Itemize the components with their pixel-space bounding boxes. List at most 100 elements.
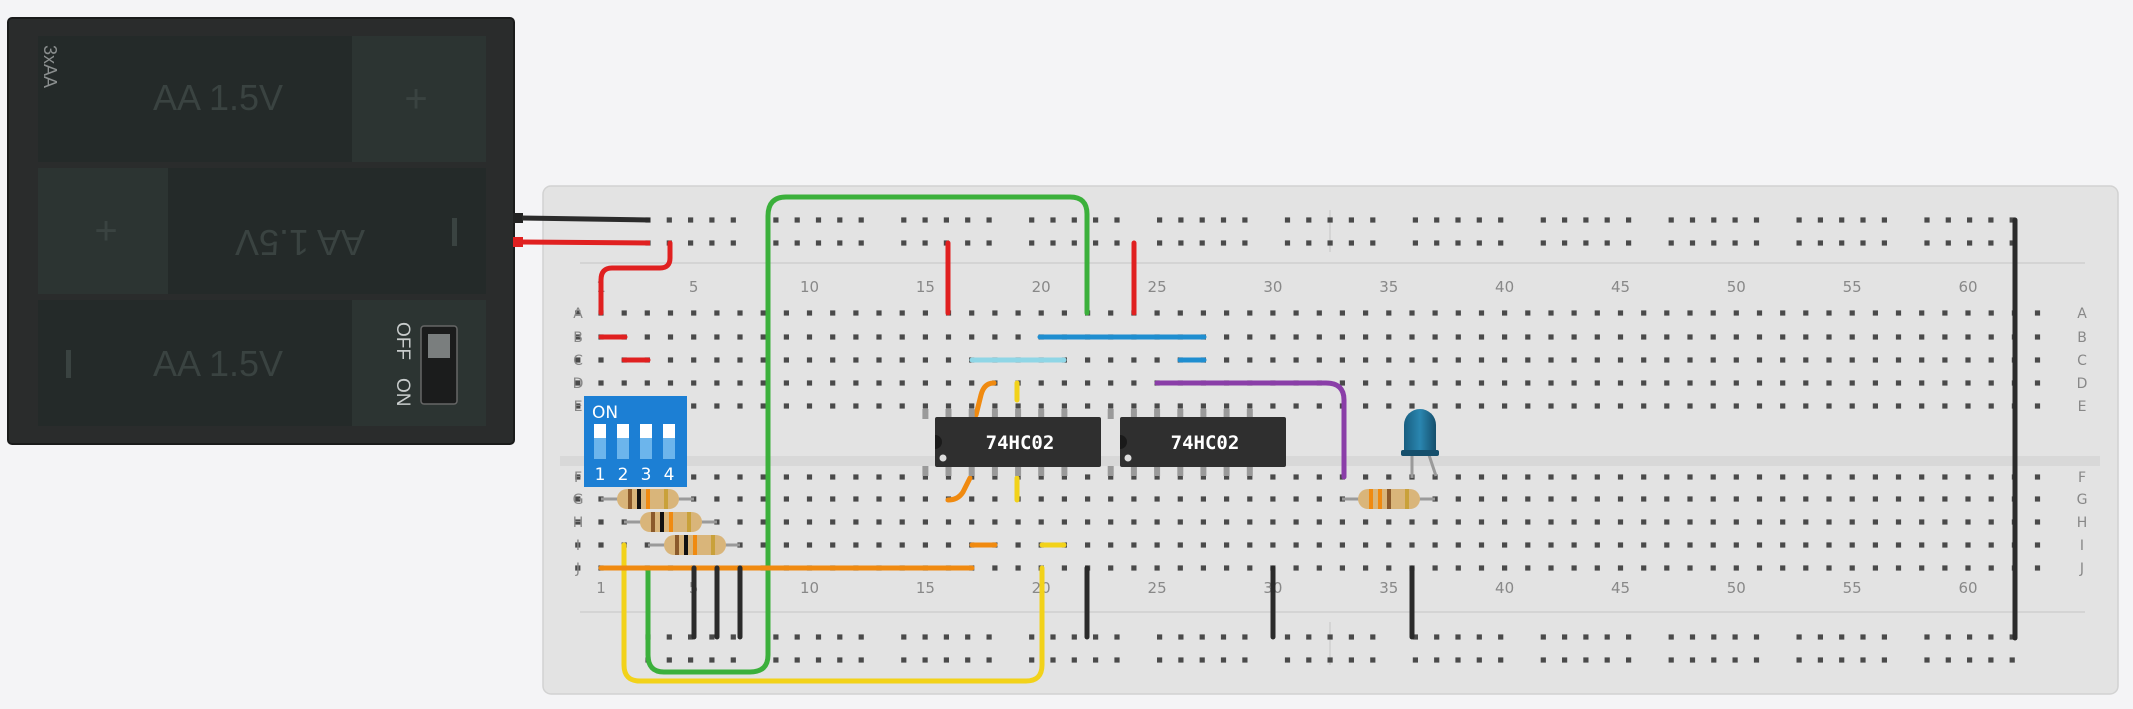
power-switch[interactable]: [420, 325, 458, 405]
breadboard-hole[interactable]: [575, 380, 581, 386]
breadboard-hole[interactable]: [730, 217, 736, 223]
breadboard-hole[interactable]: [1339, 357, 1345, 363]
breadboard-hole[interactable]: [1965, 310, 1971, 316]
breadboard-hole[interactable]: [1108, 380, 1114, 386]
breadboard-hole[interactable]: [1178, 217, 1184, 223]
wire-purple[interactable]: [1154, 380, 1347, 480]
breadboard-hole[interactable]: [1154, 310, 1160, 316]
breadboard-hole[interactable]: [1199, 634, 1205, 640]
breadboard-hole[interactable]: [1284, 634, 1291, 640]
breadboard-hole[interactable]: [1571, 519, 1577, 525]
breadboard-hole[interactable]: [1571, 565, 1577, 571]
breadboard-hole[interactable]: [1455, 519, 1461, 525]
breadboard-hole[interactable]: [853, 474, 859, 480]
breadboard-hole[interactable]: [1780, 474, 1786, 480]
breadboard-hole[interactable]: [1733, 310, 1739, 316]
breadboard-hole[interactable]: [1432, 565, 1438, 571]
breadboard-hole[interactable]: [1803, 519, 1809, 525]
breadboard-hole[interactable]: [969, 334, 975, 340]
breadboard-hole[interactable]: [853, 310, 859, 316]
breadboard-hole[interactable]: [1363, 542, 1369, 548]
breadboard-hole[interactable]: [1965, 542, 1971, 548]
breadboard-hole[interactable]: [1583, 240, 1589, 246]
breadboard-hole[interactable]: [853, 542, 859, 548]
breadboard-hole[interactable]: [1942, 474, 1948, 480]
breadboard-hole[interactable]: [688, 240, 694, 246]
breadboard-hole[interactable]: [1562, 657, 1568, 663]
breadboard-hole[interactable]: [1872, 519, 1878, 525]
breadboard-hole[interactable]: [1327, 240, 1333, 246]
breadboard-hole[interactable]: [1108, 565, 1114, 571]
breadboard-hole[interactable]: [783, 519, 789, 525]
breadboard-hole[interactable]: [945, 357, 952, 363]
breadboard-hole[interactable]: [1733, 357, 1739, 363]
breadboard-hole[interactable]: [667, 357, 674, 363]
breadboard-hole[interactable]: [1817, 657, 1823, 663]
breadboard-hole[interactable]: [1370, 634, 1376, 640]
breadboard-hole[interactable]: [714, 357, 720, 363]
breadboard-hole[interactable]: [1604, 657, 1610, 663]
breadboard-hole[interactable]: [1177, 565, 1183, 571]
breadboard-hole[interactable]: [1293, 519, 1299, 525]
breadboard-hole[interactable]: [1548, 519, 1554, 525]
breadboard-hole[interactable]: [691, 334, 697, 340]
breadboard-hole[interactable]: [1177, 310, 1183, 316]
breadboard-hole[interactable]: [1617, 474, 1624, 480]
breadboard-hole[interactable]: [1224, 310, 1230, 316]
breadboard-hole[interactable]: [1386, 403, 1392, 409]
breadboard-hole[interactable]: [783, 496, 789, 502]
breadboard-hole[interactable]: [1562, 240, 1568, 246]
breadboard-hole[interactable]: [1199, 240, 1205, 246]
breadboard-hole[interactable]: [1525, 474, 1531, 480]
breadboard-hole[interactable]: [1641, 380, 1647, 386]
breadboard-hole[interactable]: [1641, 565, 1647, 571]
breadboard-hole[interactable]: [1131, 474, 1137, 480]
breadboard-hole[interactable]: [1942, 519, 1948, 525]
breadboard-hole[interactable]: [1733, 542, 1739, 548]
breadboard-hole[interactable]: [1687, 334, 1693, 340]
breadboard-hole[interactable]: [2034, 380, 2041, 386]
breadboard-hole[interactable]: [1548, 542, 1554, 548]
breadboard-hole[interactable]: [1293, 542, 1299, 548]
breadboard-hole[interactable]: [1942, 565, 1948, 571]
breadboard-hole[interactable]: [1293, 403, 1299, 409]
breadboard-hole[interactable]: [1316, 474, 1322, 480]
breadboard-hole[interactable]: [1242, 240, 1248, 246]
breadboard-hole[interactable]: [1029, 217, 1035, 223]
breadboard-hole[interactable]: [1348, 634, 1354, 640]
breadboard-hole[interactable]: [1965, 357, 1971, 363]
breadboard-hole[interactable]: [1339, 542, 1345, 548]
breadboard-hole[interactable]: [1224, 357, 1230, 363]
breadboard-hole[interactable]: [737, 519, 743, 525]
breadboard-hole[interactable]: [992, 474, 998, 480]
breadboard-hole[interactable]: [1849, 403, 1855, 409]
breadboard-hole[interactable]: [1849, 565, 1855, 571]
breadboard-hole[interactable]: [1386, 519, 1392, 525]
breadboard-hole[interactable]: [1293, 474, 1299, 480]
breadboard-hole[interactable]: [1370, 240, 1376, 246]
breadboard-hole[interactable]: [1432, 474, 1438, 480]
breadboard-hole[interactable]: [1860, 240, 1866, 246]
breadboard-hole[interactable]: [1108, 542, 1114, 548]
breadboard-hole[interactable]: [1668, 217, 1674, 223]
breadboard-hole[interactable]: [1050, 634, 1056, 640]
breadboard-hole[interactable]: [1733, 474, 1739, 480]
breadboard-hole[interactable]: [1826, 403, 1832, 409]
breadboard-hole[interactable]: [1247, 403, 1253, 409]
breadboard-hole[interactable]: [1687, 565, 1693, 571]
breadboard-hole[interactable]: [1242, 657, 1248, 663]
breadboard-hole[interactable]: [969, 380, 975, 386]
breadboard-hole[interactable]: [1409, 519, 1415, 525]
breadboard-hole[interactable]: [1849, 542, 1855, 548]
breadboard-hole[interactable]: [1895, 380, 1902, 386]
breadboard-hole[interactable]: [986, 657, 992, 663]
breadboard-hole[interactable]: [1061, 519, 1067, 525]
breadboard-hole[interactable]: [1617, 403, 1624, 409]
breadboard-hole[interactable]: [1849, 380, 1855, 386]
breadboard-hole[interactable]: [1455, 380, 1461, 386]
breadboard-hole[interactable]: [1796, 634, 1802, 640]
breadboard-hole[interactable]: [922, 519, 928, 525]
breadboard-hole[interactable]: [1687, 310, 1693, 316]
